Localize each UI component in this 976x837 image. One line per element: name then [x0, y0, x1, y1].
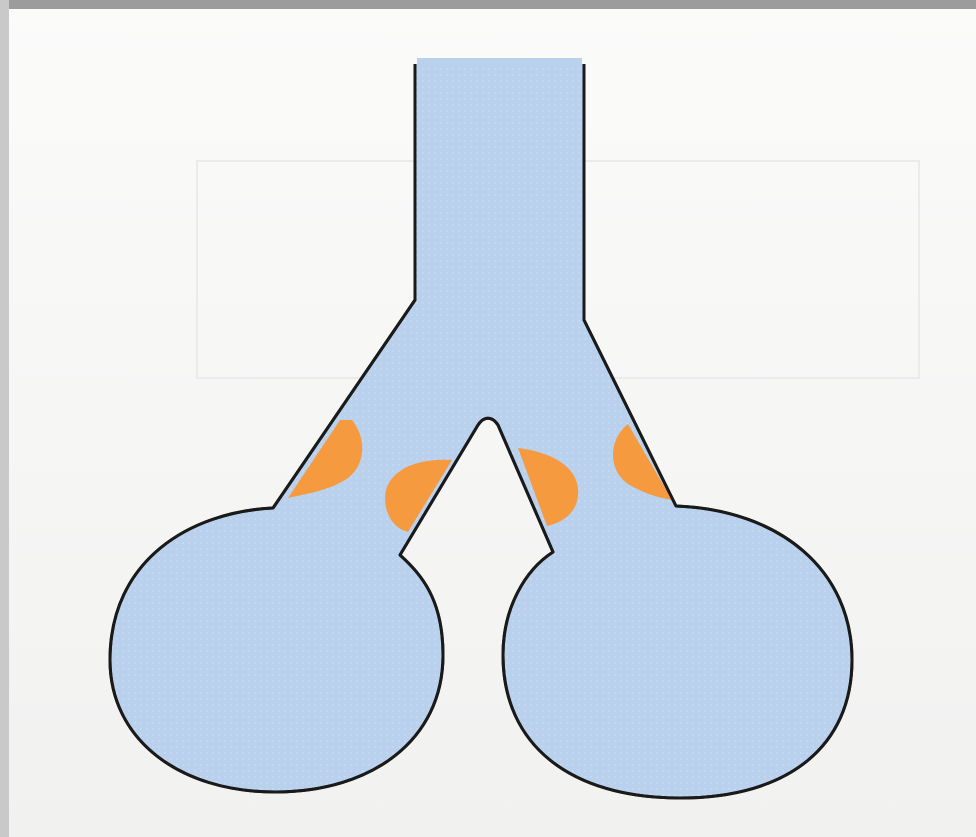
airway-shape [110, 64, 852, 798]
trunk-top-opening [417, 58, 582, 66]
